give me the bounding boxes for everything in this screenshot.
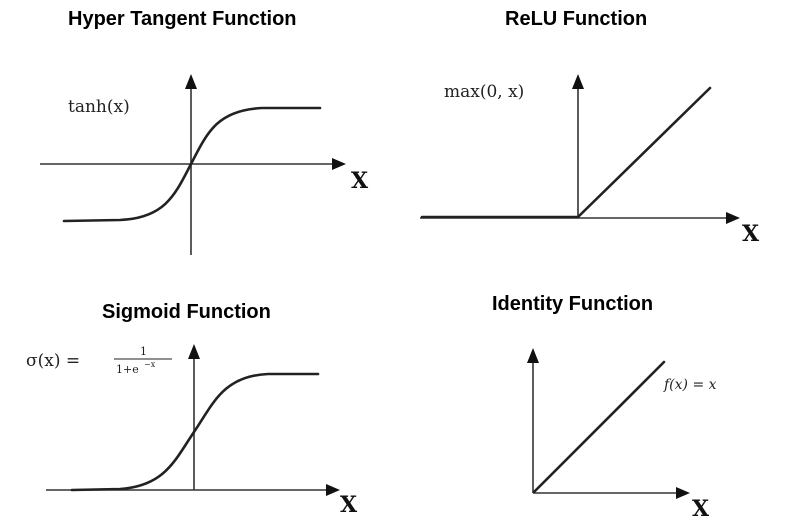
relu-plot: X max(0, x) bbox=[420, 74, 760, 247]
identity-formula: f(x) = x bbox=[663, 377, 717, 393]
relu-formula: max(0, x) bbox=[444, 82, 524, 102]
relu-axis-label: X bbox=[742, 221, 760, 247]
identity-title: Identity Function bbox=[492, 293, 654, 315]
tanh-formula: tanh(x) bbox=[68, 97, 130, 117]
identity-y-arrow bbox=[527, 348, 539, 363]
tanh-curve bbox=[62, 106, 322, 223]
sigmoid-axis-label: X bbox=[340, 492, 358, 518]
sigmoid-formula-lhs: σ(x) = bbox=[26, 351, 80, 371]
sigmoid-formula-exponent: −x bbox=[144, 360, 156, 369]
tanh-title: Hyper Tangent Function bbox=[68, 8, 297, 30]
identity-curve bbox=[532, 360, 666, 494]
sigmoid-formula-numerator: 1 bbox=[140, 345, 147, 358]
sigmoid-y-arrow bbox=[188, 344, 200, 359]
tanh-x-arrow bbox=[332, 158, 346, 170]
sigmoid-formula-denominator: 1+e bbox=[116, 363, 139, 376]
sigmoid-x-arrow bbox=[326, 484, 340, 496]
identity-x-arrow bbox=[676, 487, 690, 499]
sigmoid-plot: X σ(x) = 1 1+e −x bbox=[26, 344, 358, 518]
tanh-plot: X tanh(x) bbox=[40, 74, 369, 255]
identity-axis-label: X bbox=[692, 496, 710, 522]
relu-title: ReLU Function bbox=[505, 8, 648, 30]
tanh-y-arrow bbox=[185, 74, 197, 89]
relu-x-arrow bbox=[726, 212, 740, 224]
identity-plot: X f(x) = x bbox=[527, 348, 717, 522]
relu-y-arrow bbox=[572, 74, 584, 89]
sigmoid-title: Sigmoid Function bbox=[102, 301, 271, 323]
tanh-axis-label: X bbox=[351, 168, 369, 194]
sigmoid-curve bbox=[70, 372, 320, 492]
relu-curve bbox=[420, 86, 712, 219]
